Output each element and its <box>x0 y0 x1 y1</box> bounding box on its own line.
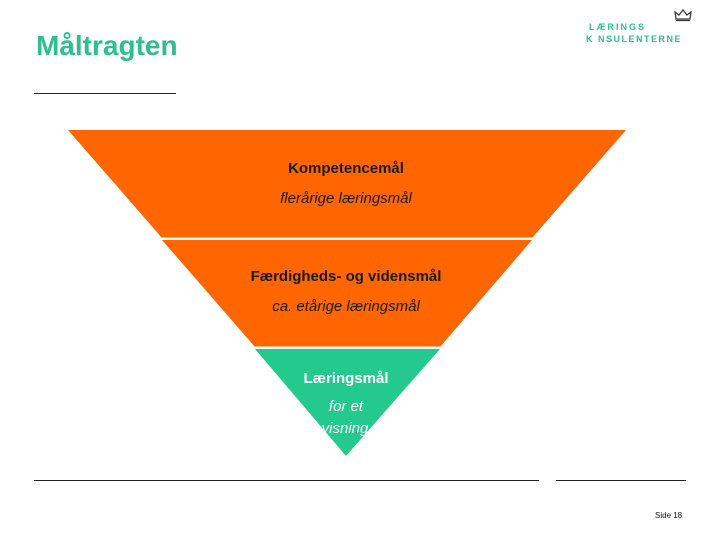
level-3-subtitle-clip: visning <box>300 420 390 440</box>
logo-line-1: LÆRINGS <box>589 22 647 32</box>
page-number: Side 18 <box>655 511 683 520</box>
funnel-level-1 <box>68 130 626 238</box>
level-3-subtitle-line-1: for et <box>328 398 364 415</box>
logo-line-2: K NSULENTERNE <box>586 34 683 44</box>
footer-rule-left <box>34 480 539 481</box>
funnel-level-3 <box>255 349 440 456</box>
footer-rule-right <box>556 480 686 481</box>
slide-title: Måltragten <box>36 30 178 61</box>
title-underline <box>34 93 176 94</box>
laeringskonsulenterne-logo: LÆRINGS K NSULENTERNE <box>586 8 706 48</box>
level-3-heading: Læringsmål <box>303 370 389 387</box>
crown-icon <box>674 9 692 22</box>
level-2-heading: Færdigheds- og vidensmål <box>250 268 442 285</box>
level-2-subtitle: ca. etårige læringsmål <box>272 298 420 315</box>
level-1-heading: Kompetencemål <box>288 160 404 177</box>
level-1-subtitle: flerårige læringsmål <box>280 190 412 207</box>
funnel-level-2 <box>162 240 532 347</box>
level-3-subtitle-line-2: visning <box>321 420 369 437</box>
